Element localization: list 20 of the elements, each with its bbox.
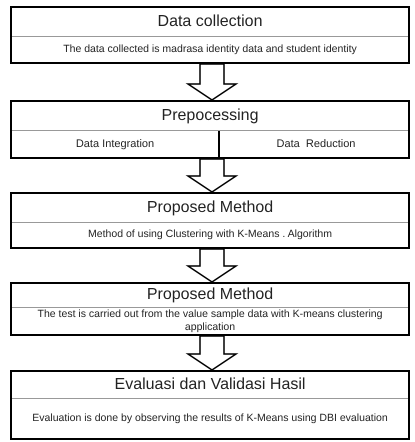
step-title: Proposed Method <box>146 285 274 306</box>
step-title: Evaluasi dan Validasi Hasil <box>114 375 306 395</box>
process-box <box>10 6 410 64</box>
step-description: The test is carried out from the value sample data with K-means clustering application <box>36 308 384 334</box>
step-title: Proposed Method <box>146 198 274 218</box>
block-arrow <box>186 335 238 371</box>
process-box <box>10 100 410 159</box>
process-box <box>10 282 410 336</box>
step-label: Data Reduction <box>276 136 356 152</box>
step-label: Data Integration <box>76 136 154 152</box>
process-box <box>10 370 410 440</box>
step-description: The data collected is madrasa identity data and student identity <box>63 42 357 56</box>
step-title: Prepocessing <box>162 106 258 126</box>
block-arrow <box>186 158 238 193</box>
process-box <box>10 192 410 249</box>
block-arrow <box>186 248 238 283</box>
step-description: Evaluation is done by observing the results of K-Means using DBI evaluation <box>32 412 388 426</box>
step-title: Data collection <box>158 12 262 32</box>
block-arrow <box>186 63 238 101</box>
step-description: Method of using Clustering with K-Means . Algorithm <box>88 228 332 242</box>
